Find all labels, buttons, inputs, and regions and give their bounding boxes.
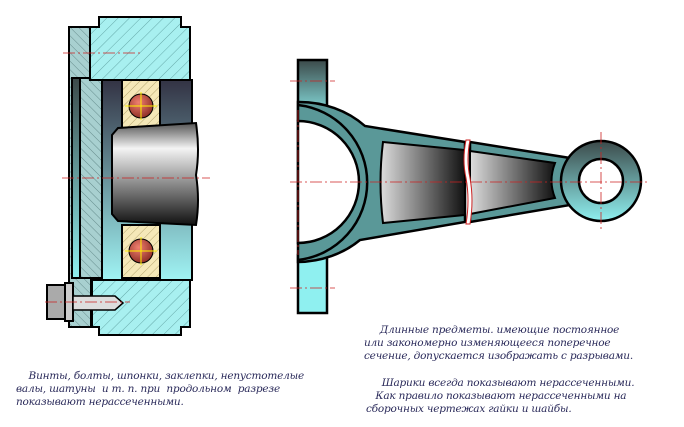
centerlines-right — [290, 80, 650, 289]
big-end-inner-arc — [297, 103, 369, 262]
centerlines-left — [45, 52, 210, 303]
break-line — [463, 139, 473, 225]
housing-top — [89, 16, 191, 81]
housing-bottom — [91, 279, 191, 336]
rod-cap-bottom — [296, 253, 329, 315]
caption-line: показывают нерассеченными. — [16, 396, 184, 408]
caption-line: или закономерно изменяющееся поперечное — [364, 337, 611, 349]
caption-line: Шарики всегда показывают нерассеченными. — [366, 377, 635, 389]
caption-line: Как правило показывают нерассеченными на — [366, 390, 627, 402]
caption-line: сечение, допускается изображать с разрыв… — [364, 350, 633, 362]
rod-pocket-right — [469, 149, 557, 216]
caption-balls-nuts: Шарики всегда показывают нерассеченными.… — [366, 377, 635, 416]
bolt-stud — [72, 295, 125, 311]
ball-centerlines — [125, 92, 157, 265]
caption-line: Винты, болты, шпонки, заклепки, непустот… — [16, 370, 305, 382]
big-end-bore — [296, 119, 361, 245]
rod-pocket-left — [379, 140, 466, 225]
shaft — [111, 121, 199, 227]
bearing-assembly-section — [46, 16, 199, 336]
caption-line: валы, шатуны и т. п. при продольном разр… — [16, 383, 280, 395]
caption-line: сборочных чертежах гайки и шайбы. — [366, 403, 572, 415]
caption-fasteners: Винты, болты, шпонки, заклепки, непустот… — [16, 370, 304, 409]
caption-line: Длинные предметы. имеющие постоянное — [364, 324, 620, 336]
